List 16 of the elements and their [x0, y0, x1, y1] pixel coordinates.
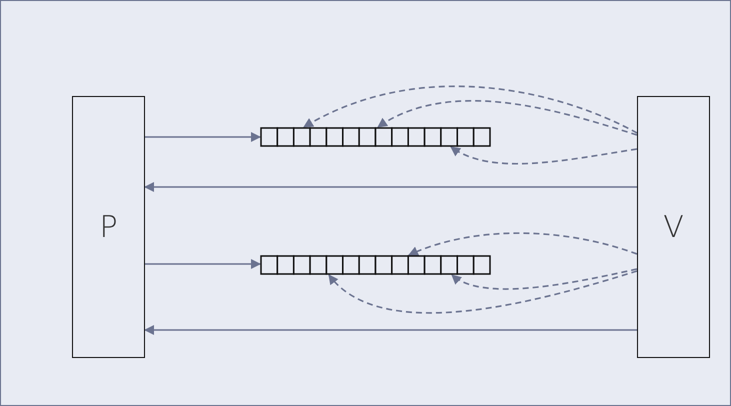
arrow [450, 146, 638, 164]
arrow [451, 268, 638, 290]
process-box [72, 96, 145, 358]
box-label: V [663, 210, 684, 244]
arrow [144, 182, 637, 192]
arrow [145, 259, 261, 269]
arrow [328, 270, 638, 314]
arrow [145, 132, 261, 142]
arrow [408, 232, 638, 256]
queue-bar [260, 255, 491, 275]
arrow [377, 100, 638, 136]
queue-bar [260, 127, 491, 147]
process-box [637, 96, 710, 358]
arrow [303, 86, 638, 134]
box-label: P [99, 210, 118, 244]
arrow [144, 325, 637, 335]
